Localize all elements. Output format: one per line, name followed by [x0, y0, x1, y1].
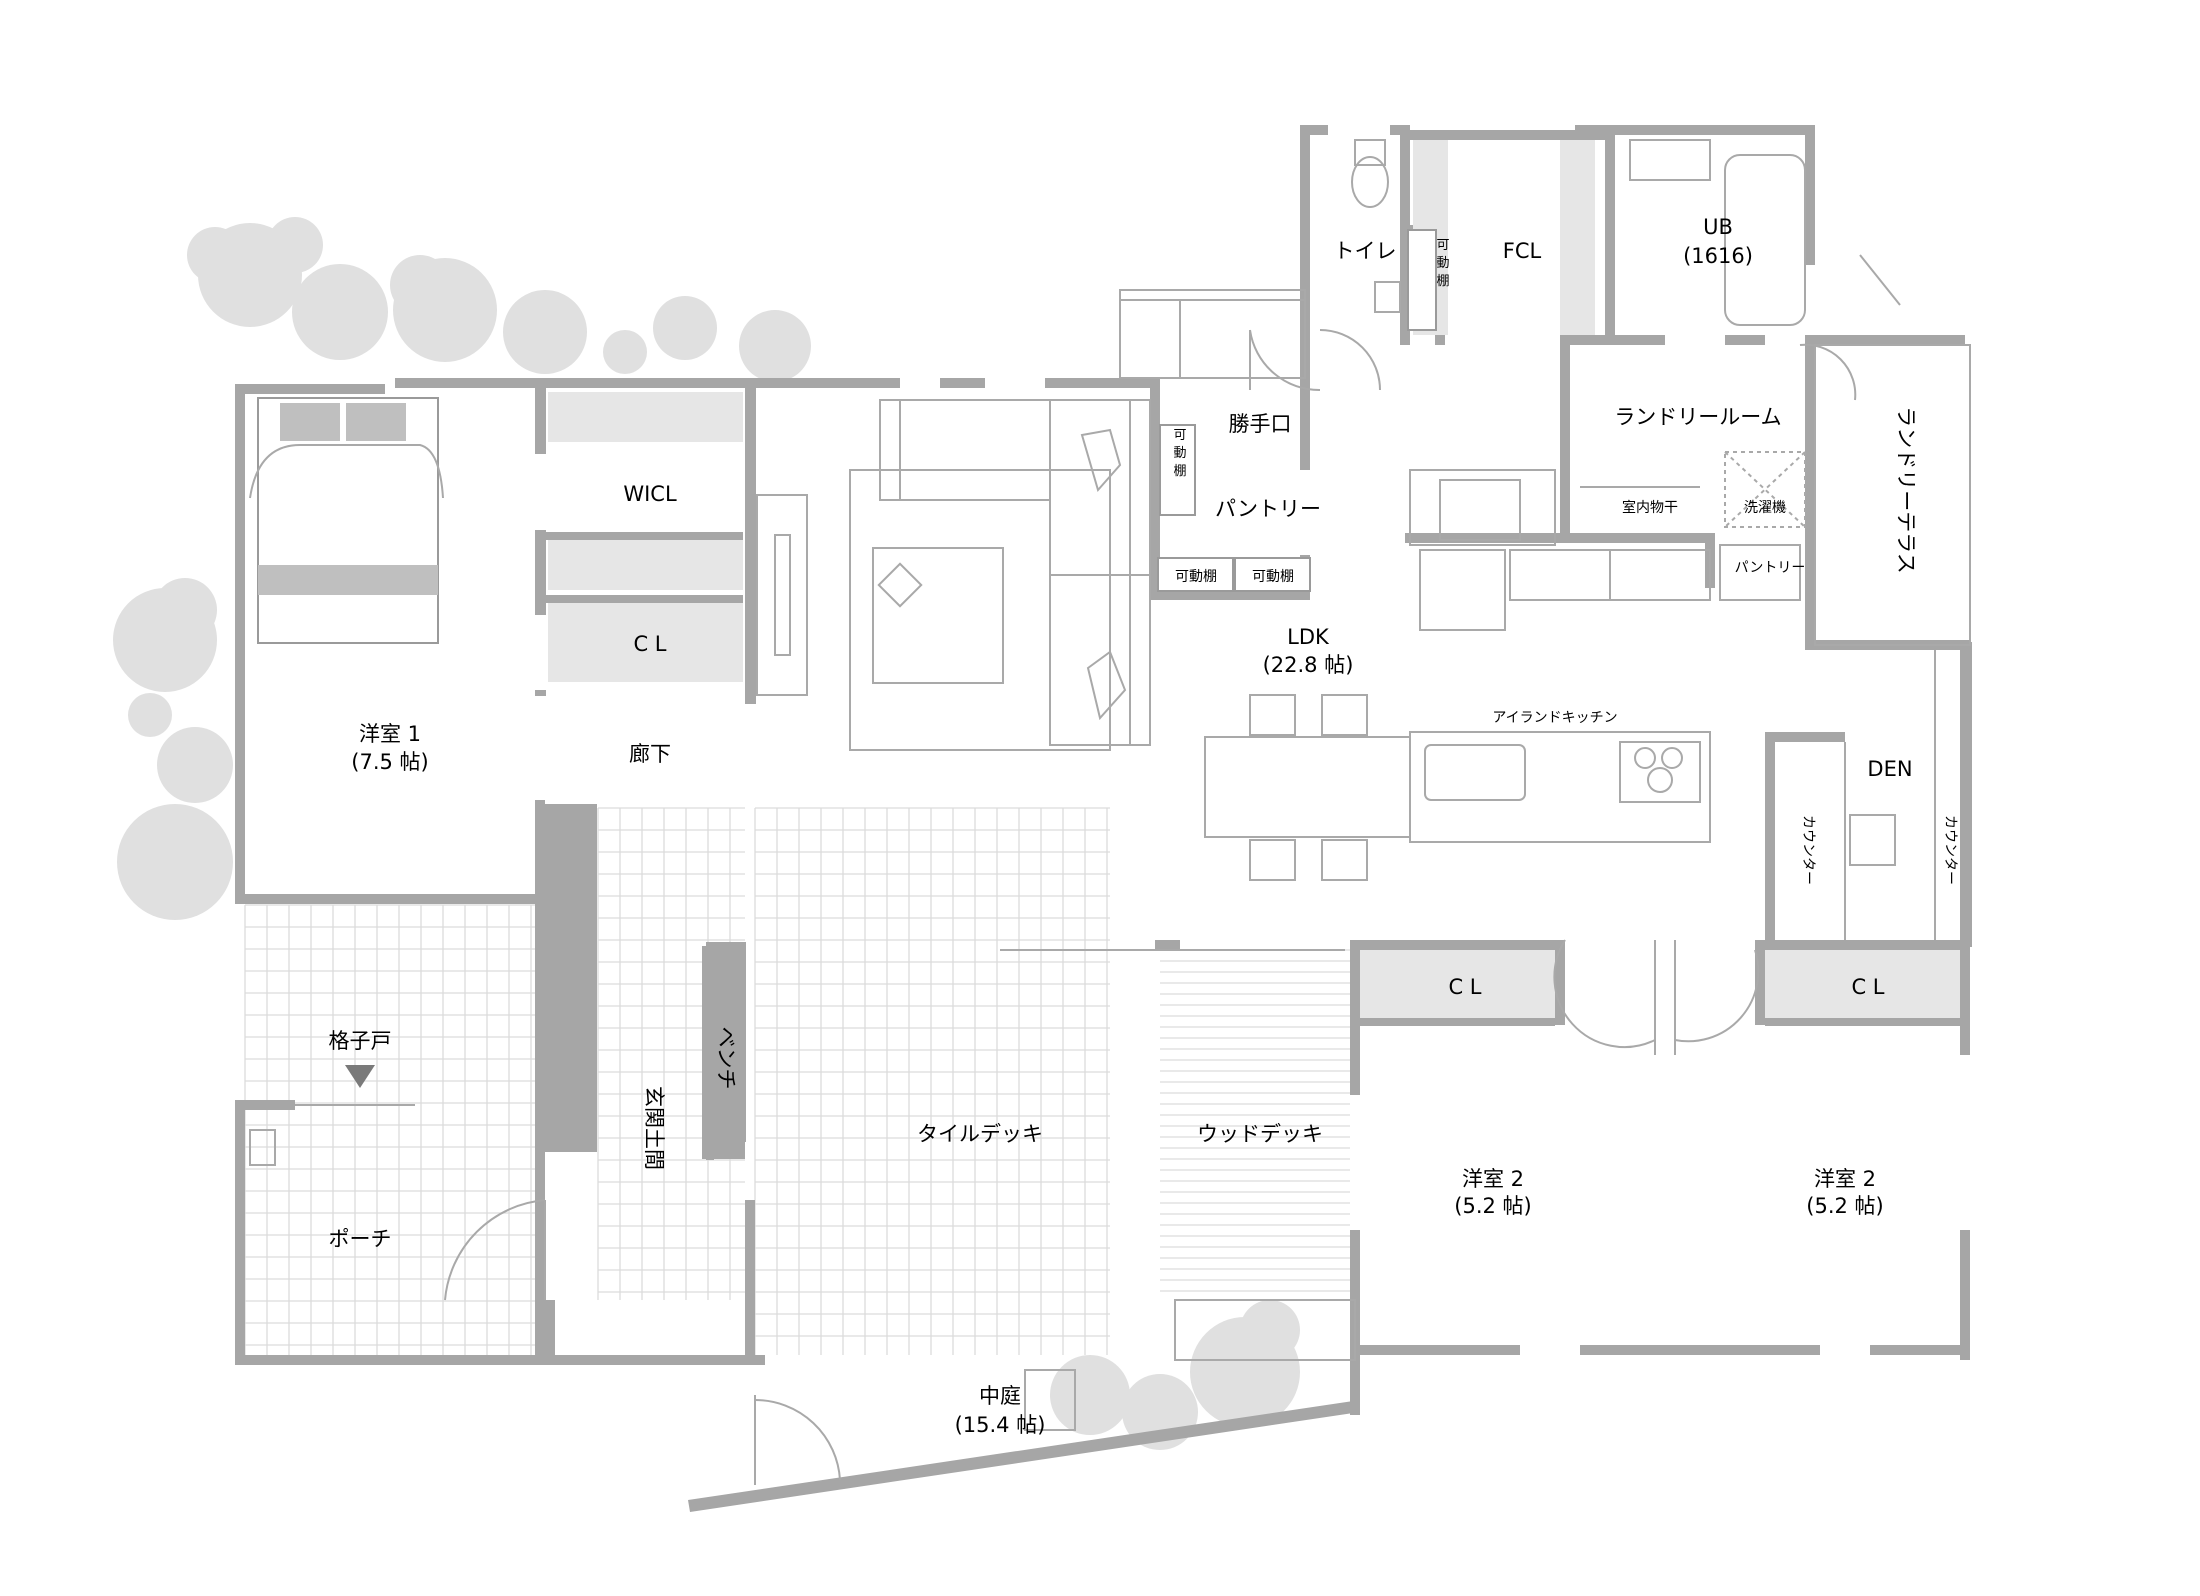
lattice-door-arrow-icon	[345, 1065, 375, 1088]
label-toilet: トイレ	[1334, 239, 1397, 263]
label-lattice-door: 格子戸	[329, 1029, 392, 1053]
label-shelf-b: 可動棚	[1252, 569, 1294, 585]
label-cl-1: C L	[633, 632, 666, 656]
label-laundry-room: ランドリールーム	[1614, 405, 1781, 429]
label-western1-size: (7.5 帖)	[351, 750, 428, 774]
label-western1: 洋室 1	[359, 722, 421, 746]
label-island-kitchen: アイランドキッチン	[1492, 710, 1617, 726]
label-ldk-size: (22.8 帖)	[1263, 653, 1354, 677]
label-counter-left: カウンター	[1800, 815, 1816, 885]
label-shelf-a: 可動棚	[1175, 569, 1217, 585]
label-indoor-dry: 室内物干	[1622, 499, 1678, 516]
furniture	[249, 139, 1971, 1431]
walls	[235, 125, 1972, 1512]
label-shelf-toilet: 可動棚	[1436, 238, 1449, 289]
label-katteguchi: 勝手口	[1229, 412, 1292, 436]
label-shelf-pantry: 可動棚	[1173, 428, 1186, 479]
doors	[295, 254, 1901, 1485]
label-cl-2: C L	[1448, 975, 1481, 999]
label-western2b-size: (5.2 帖)	[1806, 1194, 1883, 1218]
label-washer: 洗濯機	[1744, 500, 1786, 516]
storage	[538, 140, 1960, 1026]
label-hallway: 廊下	[629, 742, 671, 766]
trees	[113, 217, 1300, 1450]
wood-deck-floor	[1160, 949, 1350, 1292]
label-entrance: 玄関土間	[642, 1086, 666, 1170]
tile-floor-deck	[754, 807, 1110, 1355]
label-courtyard-size: (15.4 帖)	[955, 1413, 1046, 1437]
label-wood-deck: ウッドデッキ	[1197, 1122, 1323, 1146]
label-ub-size: (1616)	[1683, 244, 1753, 268]
label-counter-right: カウンター	[1942, 815, 1958, 885]
tile-floor-porch	[244, 904, 535, 1355]
label-courtyard: 中庭	[979, 1384, 1021, 1408]
label-western2b: 洋室 2	[1814, 1167, 1876, 1191]
label-western2a: 洋室 2	[1462, 1167, 1524, 1191]
label-tile-deck: タイルデッキ	[917, 1122, 1043, 1146]
label-ub: UB	[1703, 215, 1733, 239]
labels: トイレ FCL UB (1616) 可動棚 勝手口 可動棚 パントリー 可動棚 …	[329, 215, 1959, 1437]
label-bench: ベンチ	[714, 1027, 738, 1090]
label-den: DEN	[1867, 757, 1912, 781]
label-western2a-size: (5.2 帖)	[1454, 1194, 1531, 1218]
label-fcl: FCL	[1503, 239, 1542, 263]
label-laundry-terrace: ランドリーテラス	[1894, 406, 1918, 574]
label-ldk: LDK	[1287, 625, 1330, 649]
label-pantry: パントリー	[1215, 497, 1321, 521]
label-pantry-small: パントリー	[1735, 560, 1806, 576]
label-cl-3: C L	[1851, 975, 1884, 999]
label-wicl: WICL	[623, 482, 677, 506]
label-porch: ポーチ	[329, 1227, 392, 1251]
